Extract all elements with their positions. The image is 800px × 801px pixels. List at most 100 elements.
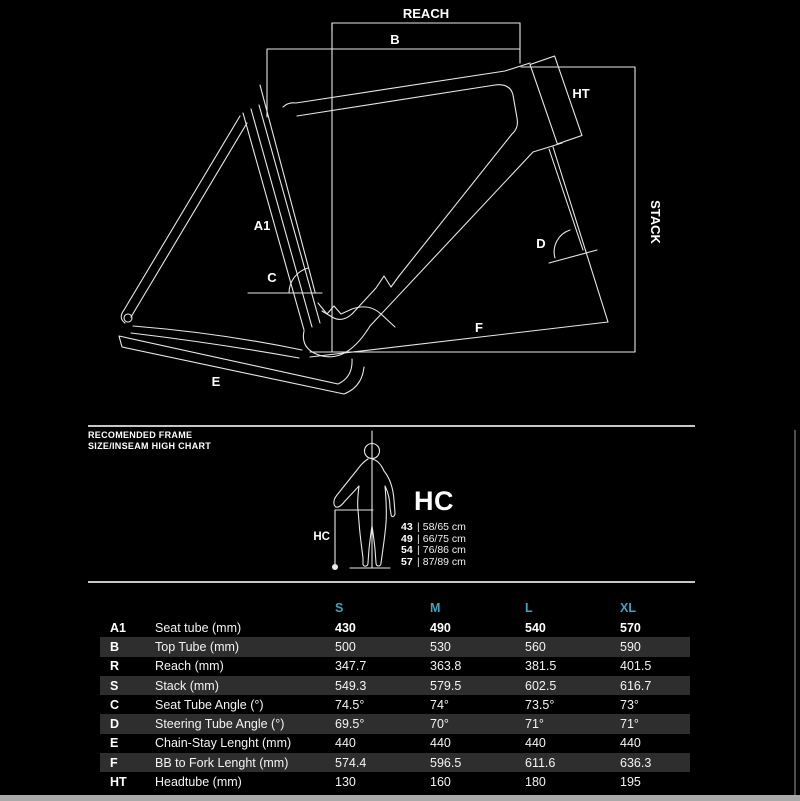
- inseam-range: 58/65 cm: [422, 521, 466, 533]
- value-s: 347.7: [335, 659, 367, 674]
- figure-body-outline: [333, 458, 396, 567]
- inseam-size-list: 43|58/65 cm 49|66/75 cm 54|76/86 cm 57|8…: [401, 521, 466, 569]
- f-label: F: [475, 320, 483, 335]
- geometry-table-body: A1 Seat tube (mm) 430 490 540 570 B Top …: [100, 618, 690, 792]
- row-label: Chain-Stay Lenght (mm): [155, 736, 292, 751]
- value-s: 74.5°: [335, 697, 365, 712]
- row-label: Top Tube (mm): [155, 639, 240, 654]
- size-header-xl: XL: [620, 600, 636, 615]
- table-row: R Reach (mm) 347.7 363.8 381.5 401.5: [100, 657, 690, 676]
- seat-tube-lines: [242, 104, 321, 331]
- pipe-separator: |: [417, 555, 420, 568]
- value-xl: 570: [620, 620, 641, 635]
- value-s: 69.5°: [335, 717, 365, 732]
- row-code: F: [110, 755, 118, 770]
- size-code: 43: [401, 521, 413, 533]
- row-code: S: [110, 678, 119, 693]
- e-band: [118, 335, 365, 395]
- size-header-l: L: [525, 600, 533, 615]
- row-label: Stack (mm): [155, 678, 219, 693]
- value-m: 160: [430, 775, 451, 790]
- a1-label: A1: [254, 218, 271, 233]
- row-label: Seat tube (mm): [155, 620, 242, 635]
- row-label: BB to Fork Lenght (mm): [155, 755, 289, 770]
- row-label: Headtube (mm): [155, 775, 242, 790]
- e-label: E: [212, 374, 221, 389]
- seat-stay-lines: [120, 115, 248, 324]
- geometry-table: S M L XL A1 Seat tube (mm) 430 490 540 5…: [100, 597, 690, 792]
- value-xl: 636.3: [620, 755, 652, 770]
- value-m: 530: [430, 639, 451, 654]
- table-row: A1 Seat tube (mm) 430 490 540 570: [100, 618, 690, 637]
- table-row: HT Headtube (mm) 130 160 180 195: [100, 772, 690, 791]
- value-xl: 401.5: [620, 659, 652, 674]
- chain-stay-lines: [130, 325, 303, 359]
- bottom-edge-strip: [0, 795, 800, 801]
- table-row: E Chain-Stay Lenght (mm) 440 440 440 440: [100, 734, 690, 753]
- table-row: D Steering Tube Angle (°) 69.5° 70° 71° …: [100, 714, 690, 734]
- size-code: 49: [401, 532, 413, 545]
- pipe-separator: |: [417, 544, 420, 557]
- list-item: 57|87/89 cm: [401, 555, 466, 569]
- headtube-box: [529, 55, 583, 145]
- top-separator: [88, 425, 695, 427]
- b-dimension-line: [266, 22, 521, 118]
- value-s: 440: [335, 736, 356, 751]
- value-s: 574.4: [335, 755, 367, 770]
- steering-axis-line: [548, 146, 609, 323]
- reach-label: REACH: [403, 6, 449, 21]
- size-chart-heading-line1: RECOMENDED FRAME: [88, 430, 193, 440]
- d-label: D: [536, 236, 545, 251]
- row-code: E: [110, 736, 119, 751]
- value-l: 540: [525, 620, 546, 635]
- hc-post-base-dot: [331, 563, 339, 571]
- frame-inner-contour: [296, 84, 518, 320]
- inseam-range: 76/86 cm: [422, 544, 466, 557]
- table-row: F BB to Fork Lenght (mm) 574.4 596.5 611…: [100, 753, 690, 773]
- value-m: 490: [430, 620, 451, 635]
- size-chart-heading: RECOMENDED FRAME SIZE/INSEAM HIGH CHART: [88, 430, 211, 452]
- inseam-range: 87/89 cm: [422, 555, 466, 568]
- value-l: 73.5°: [525, 697, 555, 712]
- inseam-range: 66/75 cm: [422, 532, 466, 545]
- value-m: 596.5: [430, 755, 462, 770]
- b-label: B: [390, 32, 399, 47]
- value-s: 430: [335, 620, 356, 635]
- value-s: 549.3: [335, 678, 367, 693]
- value-m: 440: [430, 736, 451, 751]
- dropout-circle: [123, 313, 133, 323]
- value-xl: 616.7: [620, 678, 652, 693]
- table-row: C Seat Tube Angle (°) 74.5° 74° 73.5° 73…: [100, 695, 690, 714]
- row-code: A1: [110, 620, 126, 635]
- row-code: HT: [110, 775, 127, 790]
- hc-title: HC: [414, 486, 454, 516]
- value-m: 74°: [430, 697, 449, 712]
- bottom-separator: [88, 581, 695, 583]
- value-l: 611.6: [525, 755, 556, 770]
- right-edge-line: [794, 430, 796, 795]
- size-code: 54: [401, 544, 413, 557]
- value-l: 381.5: [525, 659, 557, 674]
- value-xl: 195: [620, 775, 641, 790]
- value-m: 363.8: [430, 659, 462, 674]
- stack-label: STACK: [648, 200, 663, 244]
- value-xl: 440: [620, 736, 641, 751]
- table-row: S Stack (mm) 549.3 579.5 602.5 616.7: [100, 675, 690, 696]
- row-code: R: [110, 659, 120, 674]
- value-xl: 73°: [620, 697, 639, 712]
- value-s: 130: [335, 775, 356, 790]
- row-code: C: [110, 697, 120, 712]
- ht-label: HT: [572, 86, 589, 101]
- size-chart-heading-line2: SIZE/INSEAM HIGH CHART: [88, 441, 212, 451]
- value-xl: 590: [620, 639, 641, 654]
- hc-marker-label: HC: [313, 531, 330, 543]
- d-angle-arc: [553, 229, 571, 259]
- value-m: 70°: [430, 717, 449, 732]
- value-xl: 71°: [620, 717, 639, 732]
- row-label: Seat Tube Angle (°): [155, 697, 264, 712]
- list-item: 49|66/75 cm: [401, 532, 466, 546]
- hc-post-lines: [334, 509, 391, 569]
- row-label: Steering Tube Angle (°): [155, 717, 285, 732]
